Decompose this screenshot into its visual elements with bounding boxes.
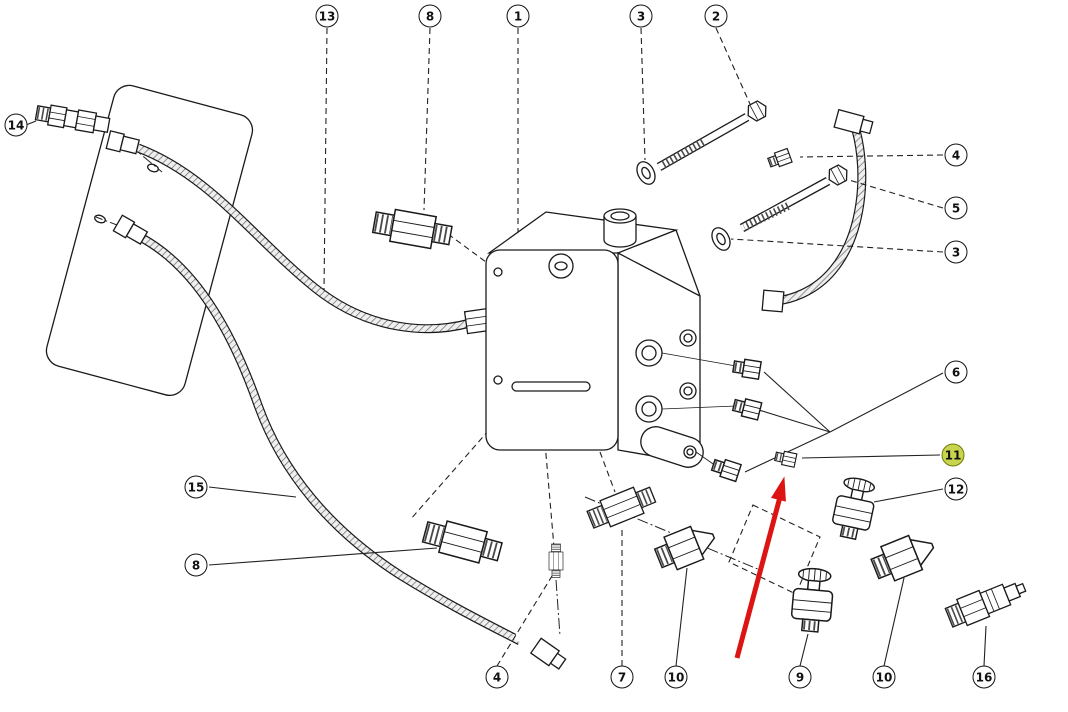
drain-valve-12 (830, 475, 879, 541)
callout-8-top[interactable]: 8 (418, 4, 442, 28)
callout-12[interactable]: 12 (944, 477, 968, 501)
callout-7[interactable]: 7 (610, 665, 634, 689)
callout-3-right[interactable]: 3 (944, 240, 968, 264)
callout-3-top[interactable]: 3 (629, 4, 653, 28)
hose-lower (112, 214, 567, 670)
coupler-16 (944, 574, 1030, 630)
washer-3a (632, 157, 660, 189)
washer-3b (707, 223, 735, 255)
plug-6c (711, 457, 742, 482)
callout-16[interactable]: 16 (972, 665, 996, 689)
bolt-2 (656, 97, 771, 171)
callout-4-bottom[interactable]: 4 (485, 665, 509, 689)
fitting-8-lower (421, 516, 504, 567)
callout-13[interactable]: 13 (315, 4, 339, 28)
callout-10-left[interactable]: 10 (664, 665, 688, 689)
callout-10-right[interactable]: 10 (872, 665, 896, 689)
callout-4-right[interactable]: 4 (944, 143, 968, 167)
hose-right (761, 108, 874, 313)
fitting-4-right (767, 148, 792, 169)
callout-9[interactable]: 9 (788, 665, 812, 689)
fitting-4-bottom (549, 544, 563, 578)
fitting-8-top (372, 206, 453, 251)
plug-6a (732, 358, 761, 380)
union-nut-10-left (652, 520, 720, 575)
callout-15[interactable]: 15 (184, 475, 208, 499)
callout-11[interactable]: 11 (941, 443, 965, 467)
plug-11 (774, 450, 797, 468)
callout-8-left[interactable]: 8 (184, 553, 208, 577)
callout-5[interactable]: 5 (944, 196, 968, 220)
callout-14[interactable]: 14 (4, 113, 28, 137)
bolt-5 (739, 161, 852, 232)
plug-6b (732, 396, 762, 419)
valve-block (485, 208, 737, 468)
fitting-14 (34, 104, 111, 134)
drain-valve-9 (790, 567, 834, 633)
callout-6[interactable]: 6 (944, 360, 968, 384)
fitting-7 (585, 482, 658, 533)
union-nut-10-right (868, 529, 939, 586)
callout-2[interactable]: 2 (704, 4, 728, 28)
leader-lines (25, 27, 987, 667)
pointer-arrow (734, 476, 786, 659)
callout-1[interactable]: 1 (506, 4, 530, 28)
